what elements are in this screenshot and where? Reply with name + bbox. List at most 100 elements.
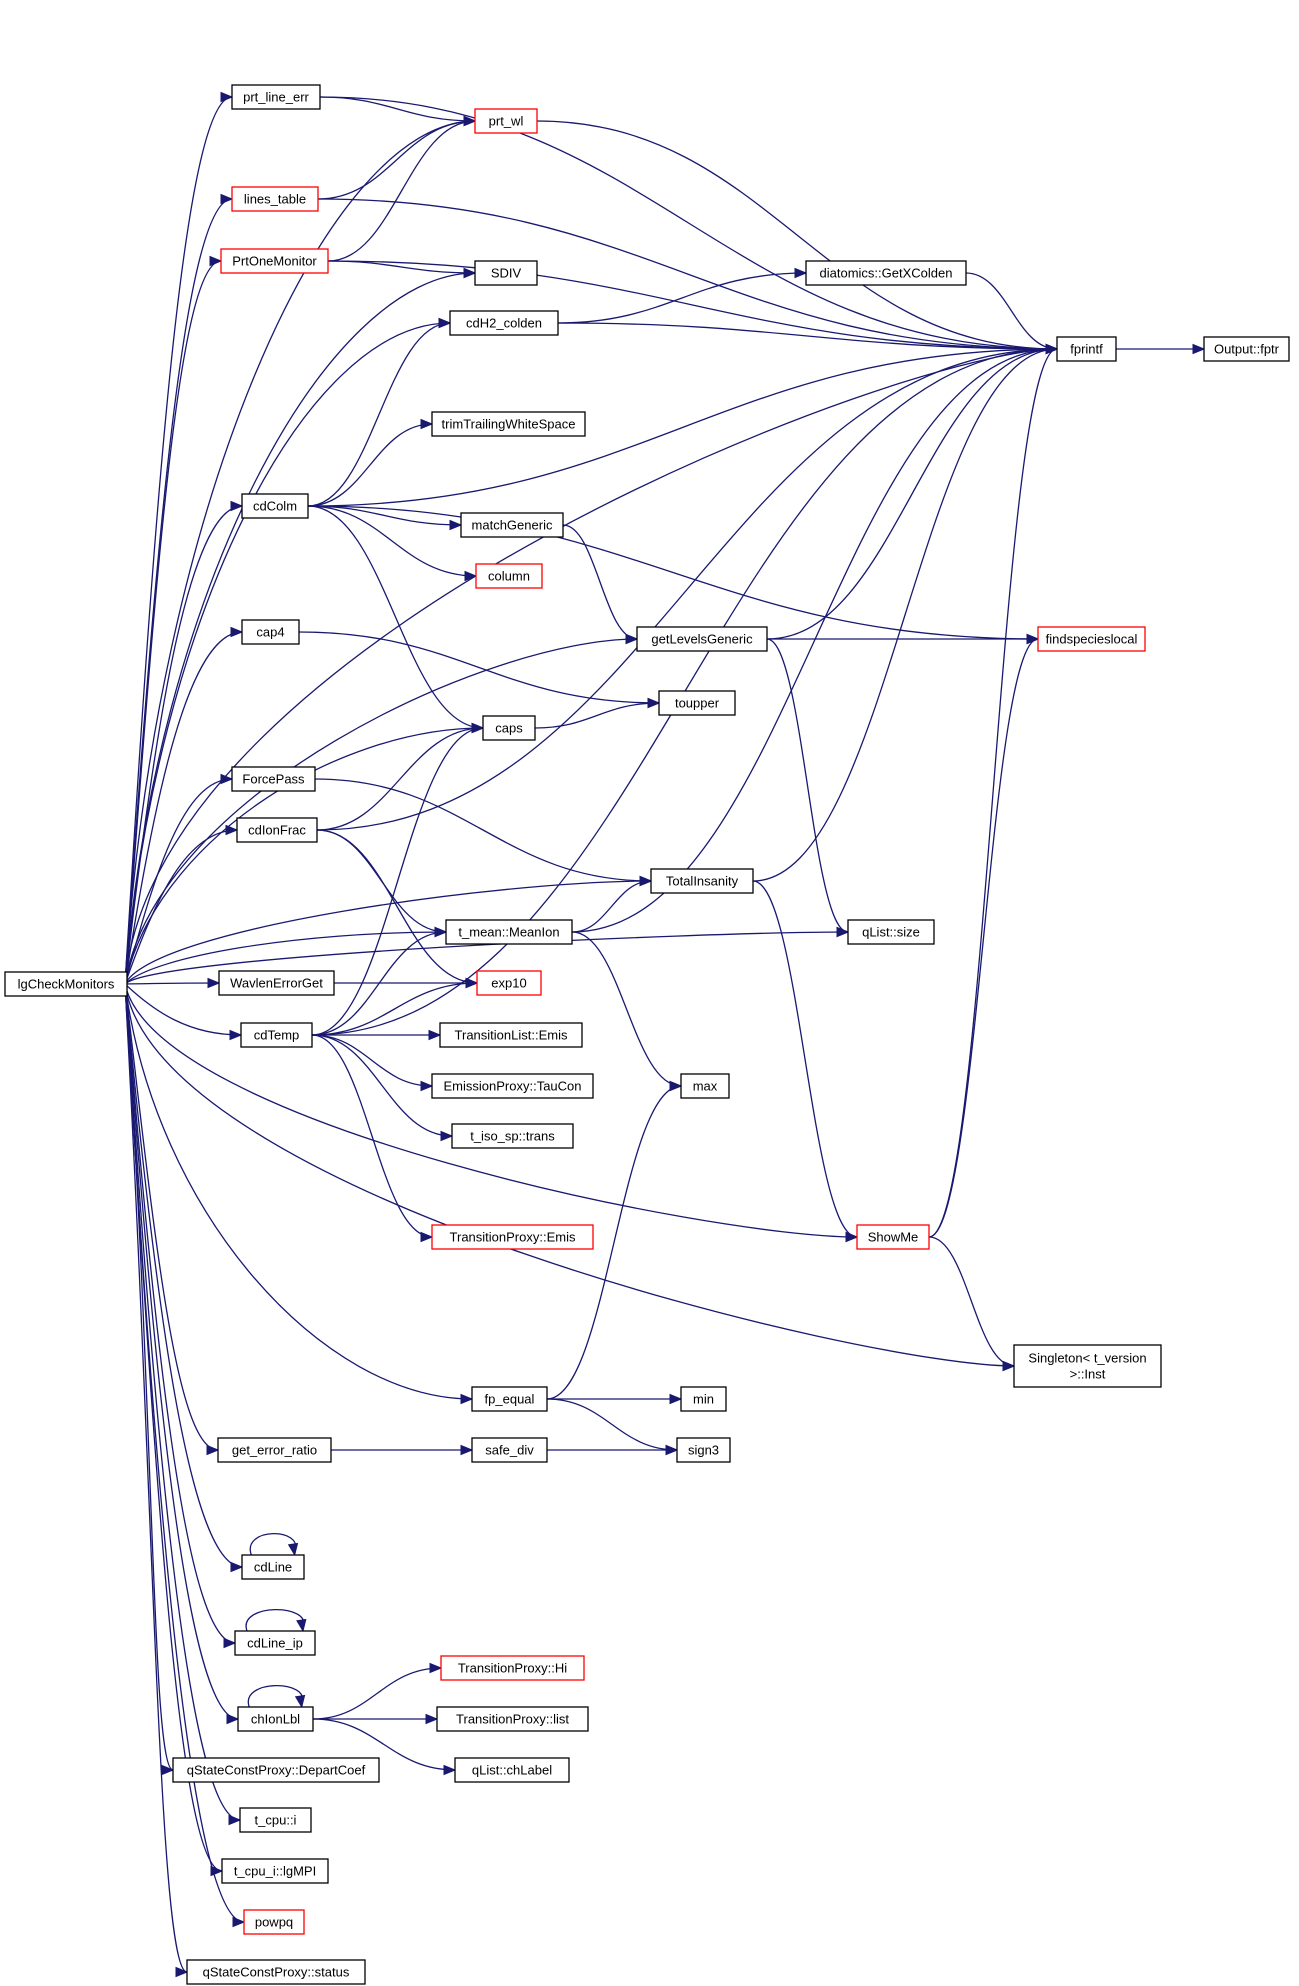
node-toupper[interactable]: toupper xyxy=(658,690,736,716)
node-box[interactable] xyxy=(680,1386,727,1412)
node-box[interactable] xyxy=(680,1073,730,1099)
node-TransitionList_Emis[interactable]: TransitionList::Emis xyxy=(439,1022,583,1048)
node-box[interactable] xyxy=(439,1022,583,1048)
node-box[interactable] xyxy=(231,186,319,212)
node-findspecieslocal[interactable]: findspecieslocal xyxy=(1037,626,1146,652)
node-t_iso_sp_trans[interactable]: t_iso_sp::trans xyxy=(451,1123,574,1149)
node-box[interactable] xyxy=(240,1022,313,1048)
node-TransitionProxy_Hi[interactable]: TransitionProxy::Hi xyxy=(440,1655,585,1681)
node-box[interactable] xyxy=(451,1123,574,1149)
node-box[interactable] xyxy=(172,1757,380,1783)
node-TotalInsanity[interactable]: TotalInsanity xyxy=(650,868,754,894)
node-min[interactable]: min xyxy=(680,1386,727,1412)
node-safe_div[interactable]: safe_div xyxy=(471,1437,548,1463)
node-getLevelsGeneric[interactable]: getLevelsGeneric xyxy=(636,626,768,652)
node-prt_wl[interactable]: prt_wl xyxy=(474,108,538,134)
node-box[interactable] xyxy=(476,970,542,996)
node-Output_fptr[interactable]: Output::fptr xyxy=(1203,336,1290,362)
node-cap4[interactable]: cap4 xyxy=(241,619,300,645)
node-SDIV[interactable]: SDIV xyxy=(474,260,538,286)
node-fprintf[interactable]: fprintf xyxy=(1056,336,1117,362)
node-EmissionProxy_TauCon[interactable]: EmissionProxy::TauCon xyxy=(431,1073,594,1099)
node-t_mean_MeanIon[interactable]: t_mean::MeanIon xyxy=(445,919,573,945)
node-trimTrailingWhiteSpace[interactable]: trimTrailingWhiteSpace xyxy=(431,411,586,437)
node-PrtOneMonitor[interactable]: PrtOneMonitor xyxy=(220,248,329,274)
node-column[interactable]: column xyxy=(475,563,543,589)
node-box[interactable] xyxy=(431,411,586,437)
node-box[interactable] xyxy=(1037,626,1146,652)
node-fp_equal[interactable]: fp_equal xyxy=(471,1386,548,1412)
node-cdTemp[interactable]: cdTemp xyxy=(240,1022,313,1048)
node-box[interactable] xyxy=(243,1909,305,1935)
node-caps[interactable]: caps xyxy=(482,715,536,741)
node-box[interactable] xyxy=(454,1757,570,1783)
node-ShowMe[interactable]: ShowMe xyxy=(856,1224,930,1250)
node-cdColm[interactable]: cdColm xyxy=(241,493,309,519)
node-box[interactable] xyxy=(676,1437,731,1463)
node-box[interactable] xyxy=(474,260,538,286)
node-box[interactable] xyxy=(1203,336,1290,362)
node-box[interactable] xyxy=(221,1858,329,1884)
node-box[interactable] xyxy=(241,619,300,645)
node-box[interactable] xyxy=(241,493,309,519)
node-get_error_ratio[interactable]: get_error_ratio xyxy=(217,1437,332,1463)
node-box[interactable] xyxy=(440,1655,585,1681)
node-box[interactable] xyxy=(1013,1344,1162,1388)
node-lines_table[interactable]: lines_table xyxy=(231,186,319,212)
node-cdIonFrac[interactable]: cdIonFrac xyxy=(236,817,318,843)
node-box[interactable] xyxy=(241,1554,305,1580)
node-box[interactable] xyxy=(431,1073,594,1099)
node-box[interactable] xyxy=(1056,336,1117,362)
node-box[interactable] xyxy=(805,260,967,286)
node-ForcePass[interactable]: ForcePass xyxy=(231,766,316,792)
node-box[interactable] xyxy=(471,1386,548,1412)
node-box[interactable] xyxy=(236,817,318,843)
node-box[interactable] xyxy=(658,690,736,716)
node-box[interactable] xyxy=(856,1224,930,1250)
node-box[interactable] xyxy=(482,715,536,741)
node-max[interactable]: max xyxy=(680,1073,730,1099)
node-cdH2_colden[interactable]: cdH2_colden xyxy=(449,310,559,336)
node-exp10[interactable]: exp10 xyxy=(476,970,542,996)
node-lgCheckMonitors[interactable]: lgCheckMonitors xyxy=(4,971,128,997)
node-powpq[interactable]: powpq xyxy=(243,1909,305,1935)
node-t_cpu_i_lgMPI[interactable]: t_cpu_i::lgMPI xyxy=(221,1858,329,1884)
node-box[interactable] xyxy=(239,1807,312,1833)
node-qList_chLabel[interactable]: qList::chLabel xyxy=(454,1757,570,1783)
node-box[interactable] xyxy=(217,1437,332,1463)
node-qList_size[interactable]: qList::size xyxy=(847,919,935,945)
node-box[interactable] xyxy=(460,512,564,538)
node-box[interactable] xyxy=(4,971,128,997)
node-box[interactable] xyxy=(436,1706,589,1732)
node-chIonLbl[interactable]: chIonLbl xyxy=(237,1706,314,1732)
node-box[interactable] xyxy=(449,310,559,336)
node-box[interactable] xyxy=(475,563,543,589)
node-box[interactable] xyxy=(431,1224,594,1250)
node-box[interactable] xyxy=(186,1959,366,1985)
node-sign3[interactable]: sign3 xyxy=(676,1437,731,1463)
node-box[interactable] xyxy=(218,970,335,996)
node-box[interactable] xyxy=(847,919,935,945)
node-Singleton_Inst[interactable]: Singleton< t_version>::Inst xyxy=(1013,1344,1162,1388)
node-box[interactable] xyxy=(220,248,329,274)
node-box[interactable] xyxy=(237,1706,314,1732)
node-box[interactable] xyxy=(231,766,316,792)
node-box[interactable] xyxy=(471,1437,548,1463)
node-box[interactable] xyxy=(234,1630,316,1656)
node-TransitionProxy_list[interactable]: TransitionProxy::list xyxy=(436,1706,589,1732)
node-diatomics_GetXColden[interactable]: diatomics::GetXColden xyxy=(805,260,967,286)
node-box[interactable] xyxy=(445,919,573,945)
node-cdLine_ip[interactable]: cdLine_ip xyxy=(234,1630,316,1656)
node-TransitionProxy_Emis[interactable]: TransitionProxy::Emis xyxy=(431,1224,594,1250)
node-box[interactable] xyxy=(474,108,538,134)
node-box[interactable] xyxy=(636,626,768,652)
node-box[interactable] xyxy=(650,868,754,894)
node-matchGeneric[interactable]: matchGeneric xyxy=(460,512,564,538)
node-prt_line_err[interactable]: prt_line_err xyxy=(231,84,321,110)
node-box[interactable] xyxy=(231,84,321,110)
node-cdLine[interactable]: cdLine xyxy=(241,1554,305,1580)
node-qStateConstProxy_DepartCoef[interactable]: qStateConstProxy::DepartCoef xyxy=(172,1757,380,1783)
node-t_cpu_i[interactable]: t_cpu::i xyxy=(239,1807,312,1833)
node-qStateConstProxy_status[interactable]: qStateConstProxy::status xyxy=(186,1959,366,1985)
node-WavlenErrorGet[interactable]: WavlenErrorGet xyxy=(218,970,335,996)
